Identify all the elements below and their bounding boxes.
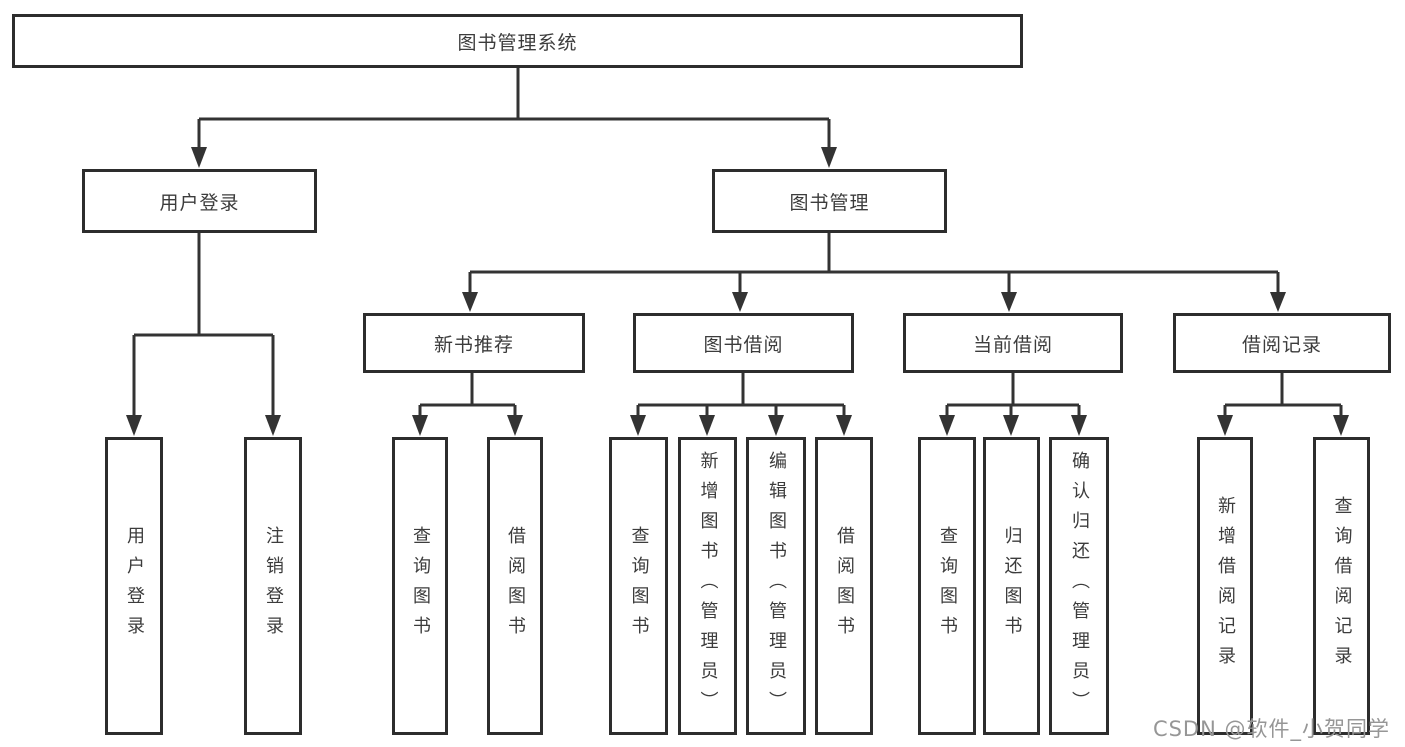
connector-borrow-records [1217,373,1349,436]
leaf-label: 新增借阅记录 [1215,496,1236,676]
leaf-label: 注销登录 [263,526,284,646]
leaf-label: 借阅图书 [505,526,526,646]
node-book-borrow-label: 图书借阅 [703,333,784,356]
node-current-borrow-label: 当前借阅 [972,333,1053,356]
leaf-label: 用户登录 [124,526,145,646]
leaf-add-books-admin: 新增图书（管理员） [678,437,737,735]
node-borrow-records-label: 借阅记录 [1241,333,1322,356]
leaf-add-borrow-record: 新增借阅记录 [1197,437,1253,735]
leaf-borrow-books: 借阅图书 [815,437,873,735]
leaf-label: 新增图书（管理员） [697,451,719,721]
leaf-edit-books-admin: 编辑图书（管理员） [746,437,806,735]
node-user-login-label: 用户登录 [159,191,240,214]
node-user-login: 用户登录 [82,169,317,233]
leaf-label: 查询图书 [937,526,958,646]
node-new-book-recommend-label: 新书推荐 [433,333,514,356]
node-new-book-recommend: 新书推荐 [363,313,585,373]
leaf-logout: 注销登录 [244,437,302,735]
leaf-query-books-current: 查询图书 [918,437,976,735]
leaf-label: 借阅图书 [834,526,855,646]
connector-root [191,68,837,168]
connector-new-book-recommend [412,373,523,436]
leaf-query-borrow-record: 查询借阅记录 [1313,437,1370,735]
csdn-watermark: CSDN @软件_小贺同学 [1152,717,1390,741]
connector-book-borrow [630,373,852,436]
leaf-return-books: 归还图书 [983,437,1040,735]
leaf-query-books-borrow: 查询图书 [609,437,668,735]
node-book-management-label: 图书管理 [789,191,870,214]
leaf-label: 查询图书 [628,526,650,646]
node-root-label: 图书管理系统 [457,31,578,54]
node-current-borrow: 当前借阅 [903,313,1123,373]
leaf-query-books-recommend: 查询图书 [392,437,448,735]
node-root: 图书管理系统 [12,14,1023,68]
node-borrow-records: 借阅记录 [1173,313,1391,373]
leaf-label: 确认归还（管理员） [1069,451,1090,721]
connector-user-login [126,233,281,436]
leaf-label: 编辑图书（管理员） [766,451,787,721]
leaf-label: 归还图书 [1001,526,1023,646]
node-book-borrow: 图书借阅 [633,313,854,373]
connector-current-borrow [939,373,1087,436]
leaf-label: 查询借阅记录 [1331,496,1353,676]
leaf-borrow-books-recommend: 借阅图书 [487,437,543,735]
node-book-management: 图书管理 [712,169,947,233]
leaf-label: 查询图书 [410,526,431,646]
leaf-confirm-return-admin: 确认归还（管理员） [1049,437,1109,735]
leaf-user-login: 用户登录 [105,437,163,735]
connector-book-management [462,233,1286,312]
